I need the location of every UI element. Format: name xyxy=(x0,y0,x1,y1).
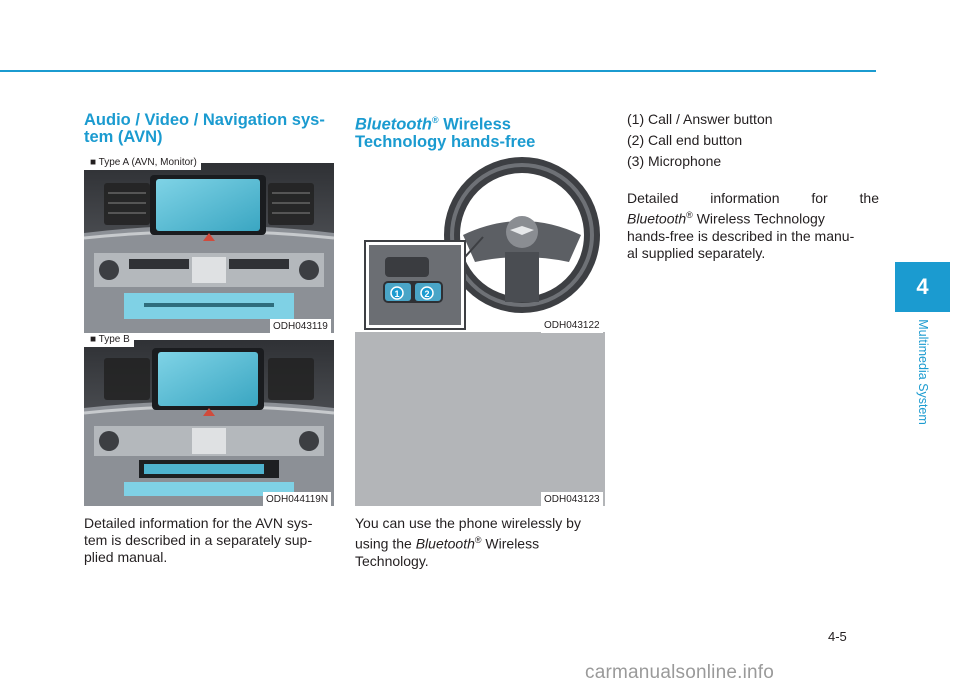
steering-figure-code: ODH043122 xyxy=(541,318,603,333)
avn-type-b-image xyxy=(84,340,334,506)
microphone-figure-code: ODH043123 xyxy=(541,492,603,507)
callout-1: 1 xyxy=(394,289,399,299)
type-b-label: ■ Type B xyxy=(84,333,134,347)
avn-heading-line1: Audio / Video / Navigation sys- xyxy=(84,111,325,129)
bluetooth-heading: Bluetooth® Wireless Technology hands-fre… xyxy=(355,115,536,151)
type-a-figure-code: ODH043119 xyxy=(270,319,331,334)
microphone-image xyxy=(355,332,605,506)
watermark: carmanualsonline.info xyxy=(585,662,775,683)
list-item-call-end: (2) Call end button xyxy=(627,132,743,148)
steering-wheel-image: 1 2 xyxy=(355,157,605,332)
avn-body-text: Detailed information for the AVN sys- te… xyxy=(84,515,313,565)
callout-2: 2 xyxy=(424,289,429,299)
type-b-figure-code: ODH044119N xyxy=(263,492,332,507)
avn-heading: Audio / Video / Navigation sys- tem (AVN… xyxy=(84,112,325,146)
page-number: 4-5 xyxy=(828,629,847,644)
chapter-title: Multimedia System xyxy=(915,319,930,425)
steering-wheel-illustration: 1 2 xyxy=(355,157,605,332)
chapter-title-tab: Multimedia System xyxy=(895,312,950,442)
dashboard-type-b-illustration xyxy=(84,340,334,506)
dashboard-type-a-illustration xyxy=(84,163,334,333)
avn-heading-line2: tem (AVN) xyxy=(84,128,163,146)
detail-text: Detailed information for the Bluetooth® … xyxy=(627,190,879,261)
header-rule xyxy=(0,70,876,72)
bluetooth-body-text: You can use the phone wirelessly by usin… xyxy=(355,515,581,569)
chapter-number-badge: 4 xyxy=(895,262,950,312)
list-item-microphone: (3) Microphone xyxy=(627,153,722,169)
list-item-call-answer: (1) Call / Answer button xyxy=(627,111,773,127)
chapter-number: 4 xyxy=(916,274,929,299)
type-a-label: ■ Type A (AVN, Monitor) xyxy=(84,156,201,170)
avn-type-a-image xyxy=(84,163,334,333)
